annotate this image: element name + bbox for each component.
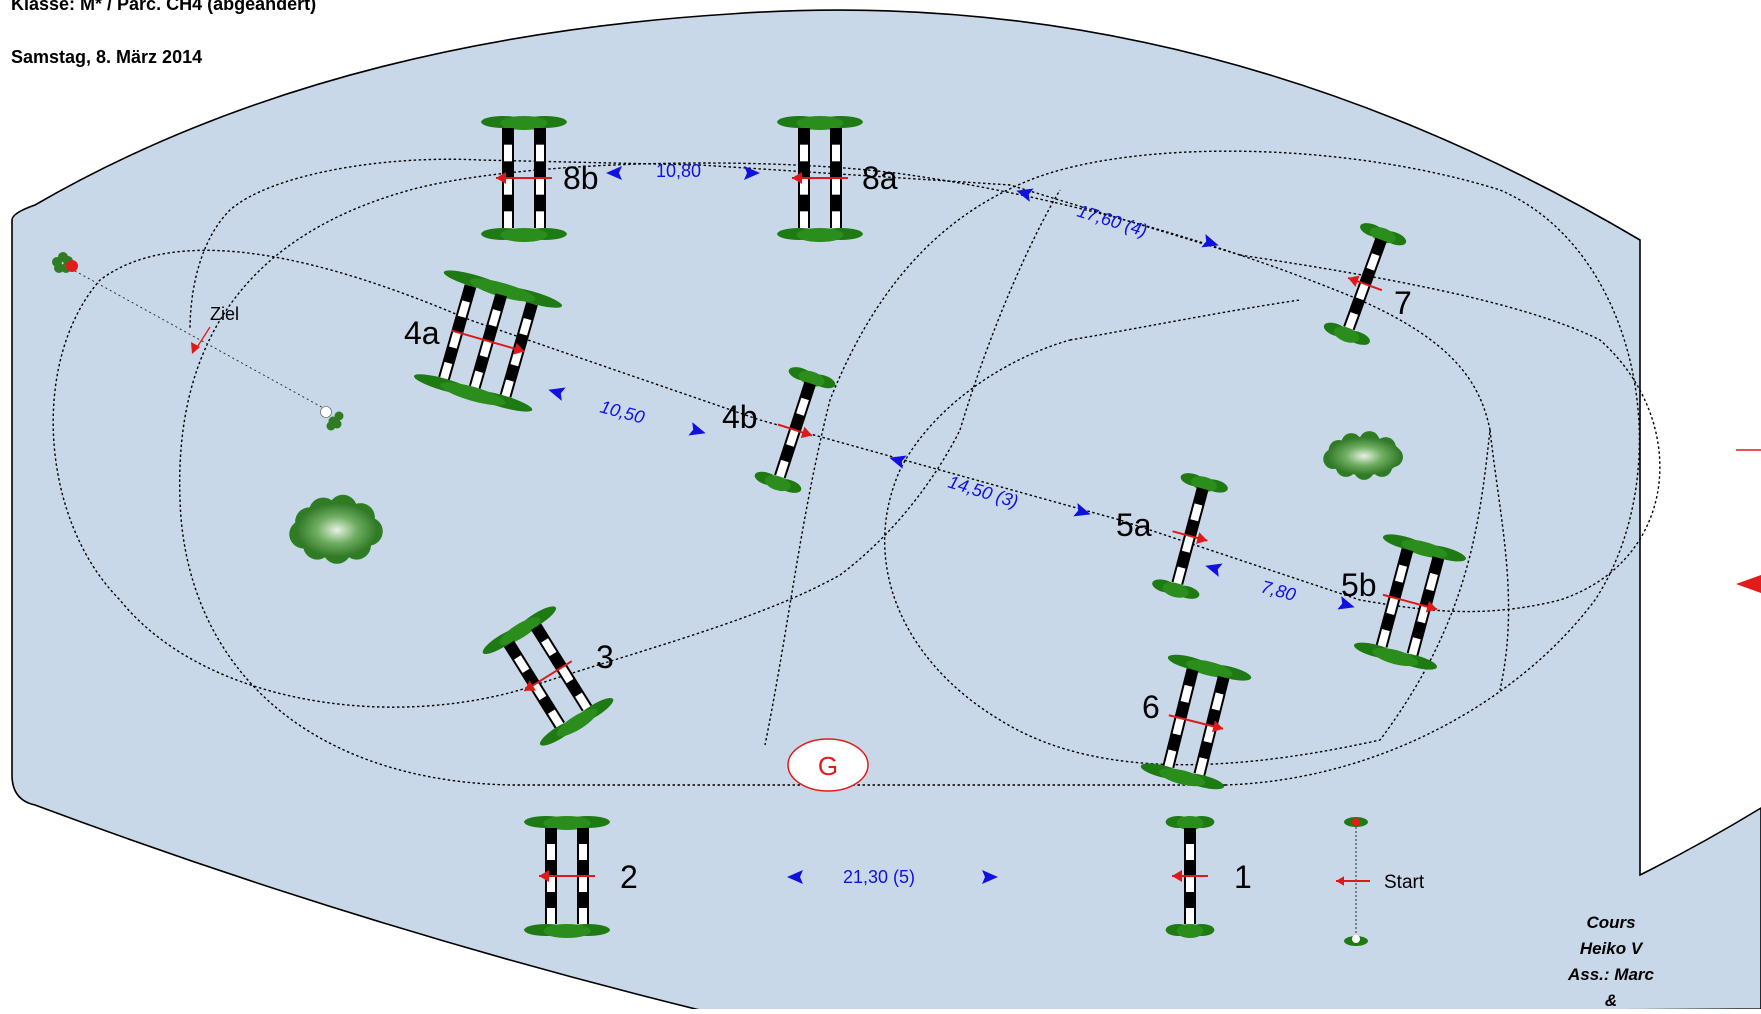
jump-6: 6 <box>1140 654 1252 790</box>
distance-arrow-6-a <box>787 870 803 884</box>
jump-4b: 4b <box>722 367 836 493</box>
distance-arrow-2-a <box>1016 188 1034 202</box>
jump-5a: 5a <box>1116 473 1228 599</box>
route-segment-1 <box>764 150 1640 786</box>
bush-layer <box>289 431 1403 564</box>
jump-label-3: 3 <box>596 639 614 675</box>
course-designer-credits: Cours Heiko V Ass.: Marc & <box>1431 910 1761 1014</box>
distance-arrow-5-a <box>1205 563 1223 577</box>
route-segment-7 <box>1489 429 1510 691</box>
route-segment-4 <box>52 249 1661 708</box>
route-segment-5 <box>959 189 1061 431</box>
jump-label-5b: 5b <box>1341 567 1377 603</box>
distance-arrow-2-b <box>1201 233 1219 248</box>
bush-right <box>1323 431 1403 480</box>
jump-label-4b: 4b <box>722 399 758 435</box>
jump-2: 2 <box>524 816 638 938</box>
distance-arrow-6-b <box>982 870 998 884</box>
distance-label-2-1: 21,30 (5) <box>843 867 915 887</box>
gate-marker: G <box>787 738 869 792</box>
jump-3: 3 <box>482 606 614 746</box>
gate-label: G <box>818 751 838 781</box>
jump-label-2: 2 <box>620 859 638 895</box>
jump-layer: 1 2 3 4a 4b 5a 5b 6 7 8a 8b <box>404 116 1467 938</box>
event-date: Samstag, 8. März 2014 <box>11 47 203 67</box>
credits-line-1: Cours <box>1586 913 1636 932</box>
finish-flag-red <box>52 252 78 273</box>
jump-label-4a: 4a <box>404 315 440 351</box>
route-segment-3 <box>1069 299 1301 341</box>
jump-label-8a: 8a <box>862 160 898 196</box>
distance-arrow-5-b <box>1337 596 1355 610</box>
jump-5b: 5b <box>1341 534 1467 670</box>
credits-line-4: & <box>1604 991 1618 1010</box>
distance-arrow-3-a <box>548 387 566 401</box>
jump-label-1: 1 <box>1234 859 1252 895</box>
jump-8b: 8b <box>481 116 599 242</box>
distance-label-8b-8a: 10,80 <box>656 161 701 181</box>
start-label: Start <box>1384 872 1425 893</box>
jump-label-6: 6 <box>1142 689 1160 725</box>
distance-arrow-3-b <box>688 422 706 436</box>
jump-label-7: 7 <box>1394 285 1412 321</box>
class-title: Klasse: M* / Parc. CH4 (abgeändert) <box>11 0 317 14</box>
jump-1: 1 <box>1165 816 1252 938</box>
jump-7: 7 <box>1323 223 1412 345</box>
arena-ground <box>11 9 1761 1009</box>
jump-8a: 8a <box>777 116 898 242</box>
credits-line-3: Ass.: Marc <box>1568 965 1654 984</box>
distance-arrow-1-b <box>744 166 760 180</box>
credits-line-2: Heiko V <box>1579 939 1643 958</box>
distance-arrow-1-a <box>606 166 622 180</box>
jump-label-8b: 8b <box>563 160 599 196</box>
track-layer <box>52 150 1661 786</box>
finish-flag-white <box>320 406 344 431</box>
start-line: Start <box>1336 817 1425 946</box>
finish-direction-arrow <box>195 326 211 350</box>
bush-left <box>289 494 383 564</box>
distance-arrow-4-a <box>889 455 907 469</box>
route-segment-6 <box>189 158 1241 331</box>
finish-label: Ziel <box>210 304 239 324</box>
right-edge-markers <box>1736 449 1761 593</box>
distance-arrow-4-b <box>1073 502 1091 517</box>
route-segment-2 <box>178 162 1491 786</box>
finish-flags: Ziel <box>52 252 344 431</box>
jump-4a: 4a <box>404 270 563 412</box>
jump-label-5a: 5a <box>1116 507 1152 543</box>
